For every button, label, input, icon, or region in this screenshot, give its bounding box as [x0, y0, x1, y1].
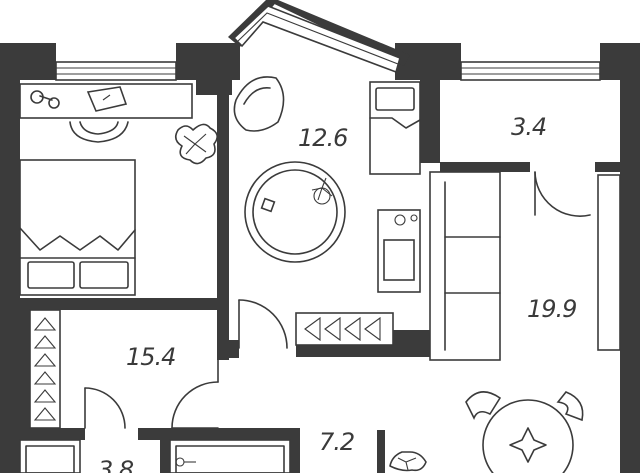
tv-stand-icon	[597, 174, 621, 351]
dining-chair-icon	[556, 391, 584, 422]
room-area-label-kids-room: 12.6	[298, 124, 348, 152]
wardrobe-hangers-icon	[29, 309, 61, 429]
wall-kids-bottom-corner	[393, 330, 430, 357]
door-swing-icon	[238, 299, 288, 349]
pillow-icon	[27, 261, 75, 289]
door-swing-icon	[171, 359, 219, 429]
wall-bath-divider	[160, 428, 170, 473]
faucet-icon	[175, 457, 196, 467]
wall-right-outer	[620, 43, 640, 473]
window-icon	[228, 0, 410, 74]
wall-bath-right	[290, 428, 300, 473]
window-icon	[460, 61, 601, 81]
room-area-label-living-kitchen: 19.9	[527, 295, 576, 323]
wall-hall-stub	[377, 430, 385, 473]
wall-loggia-bottom-left	[440, 162, 530, 172]
plant-icon	[389, 451, 427, 472]
wall-bath-top-left	[20, 428, 85, 440]
table-lamp-icon	[30, 90, 60, 109]
door-swing-icon	[84, 387, 126, 429]
room-area-label-bathroom: 3.8	[98, 456, 134, 473]
room-area-label-hallway: 7.2	[319, 428, 354, 456]
plant-icon	[174, 123, 218, 165]
small-armchair-icon	[377, 209, 421, 293]
room-area-label-loggia: 3.4	[511, 113, 546, 141]
wall-left-outer	[0, 43, 20, 473]
sofa-icon	[429, 171, 501, 361]
bathtub-icon	[169, 439, 291, 473]
wall-top-left-corner	[0, 43, 56, 80]
pillow-icon	[79, 261, 129, 289]
dining-chair-icon	[465, 391, 502, 420]
wall-bedroom-right	[217, 80, 229, 360]
window-icon	[55, 61, 177, 81]
book-icon	[86, 86, 128, 112]
door-swing-icon	[534, 171, 591, 217]
bathtub-icon	[19, 439, 81, 473]
wall-wardrobe-top	[20, 298, 217, 310]
dining-table-icon	[482, 399, 574, 473]
room-area-label-bedroom: 15.4	[126, 343, 175, 371]
armchair-icon	[233, 76, 285, 132]
round-rug-icon	[244, 161, 346, 263]
wall-mid-right-column	[420, 43, 440, 163]
wall-stub-upper	[229, 340, 239, 358]
wall-loggia-bottom-right	[595, 162, 620, 172]
wall-bath-top-right	[138, 428, 298, 440]
wall-wardrobe-left	[20, 298, 30, 428]
single-bed-icon	[369, 81, 421, 175]
wardrobe-hangers-icon	[295, 312, 394, 346]
desk-chair-icon	[69, 121, 129, 143]
